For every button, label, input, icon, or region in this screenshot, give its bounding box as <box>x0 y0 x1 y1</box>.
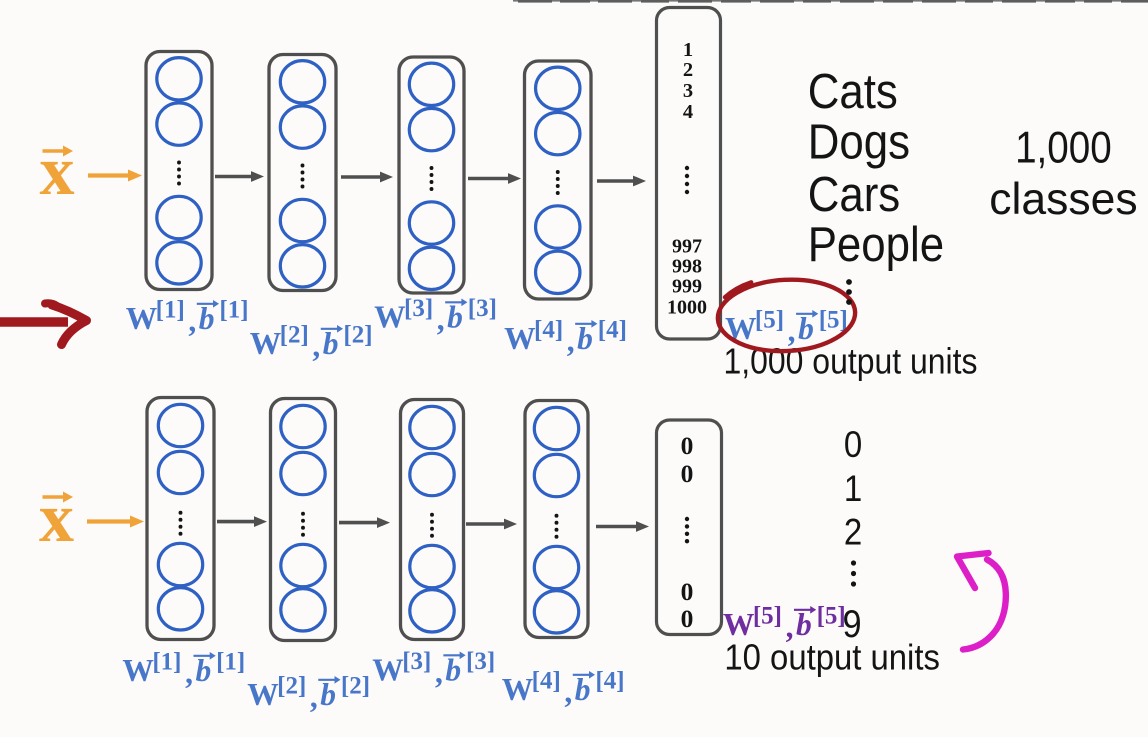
svg-text:,: , <box>788 313 796 348</box>
svg-text:[2]: [2] <box>277 673 306 700</box>
svg-text:,: , <box>437 302 445 337</box>
svg-text:W: W <box>247 677 279 712</box>
svg-text:b: b <box>323 326 339 361</box>
svg-text:0: 0 <box>844 424 862 465</box>
svg-text:[4]: [4] <box>532 668 561 695</box>
svg-text:[3]: [3] <box>466 648 495 675</box>
svg-text:,: , <box>564 674 572 709</box>
svg-text:[5]: [5] <box>819 307 848 334</box>
svg-text:10 output units: 10 output units <box>724 638 939 678</box>
svg-text:[1]: [1] <box>156 297 185 324</box>
svg-text:,: , <box>435 655 443 690</box>
svg-text:1000: 1000 <box>667 297 707 319</box>
svg-text:0: 0 <box>681 604 694 633</box>
svg-text:[1]: [1] <box>152 649 181 676</box>
svg-text:,: , <box>312 328 320 363</box>
svg-text:b: b <box>575 672 591 707</box>
svg-text:b: b <box>798 311 814 346</box>
svg-text:x: x <box>39 480 74 557</box>
svg-text:[4]: [4] <box>598 317 627 344</box>
svg-text:[4]: [4] <box>534 317 563 344</box>
svg-text:999: 999 <box>672 275 702 297</box>
svg-text:2: 2 <box>844 512 862 553</box>
svg-text:W: W <box>504 321 536 356</box>
svg-text:[1]: [1] <box>219 297 248 324</box>
svg-text:[2]: [2] <box>341 673 370 700</box>
svg-text:[4]: [4] <box>595 668 624 695</box>
svg-text:9: 9 <box>842 602 861 646</box>
svg-text:,: , <box>188 303 196 338</box>
svg-text:998: 998 <box>672 255 702 277</box>
svg-text:[1]: [1] <box>216 649 245 676</box>
svg-text:[5]: [5] <box>817 603 846 630</box>
svg-text:W: W <box>126 301 158 336</box>
svg-text:classes: classes <box>989 175 1137 224</box>
svg-text:,: , <box>786 609 794 644</box>
svg-text:b: b <box>577 321 593 356</box>
svg-text:[5]: [5] <box>755 307 784 334</box>
svg-text:x: x <box>40 133 75 210</box>
svg-text:1: 1 <box>844 468 862 509</box>
svg-text:2: 2 <box>683 59 693 81</box>
svg-text:,: , <box>185 655 193 690</box>
svg-text:3: 3 <box>683 80 693 102</box>
svg-text:b: b <box>447 300 463 335</box>
svg-text:,: , <box>310 679 318 714</box>
svg-text:b: b <box>445 653 461 688</box>
svg-text:0: 0 <box>681 459 694 488</box>
svg-text:997: 997 <box>672 235 702 257</box>
svg-text:,: , <box>567 323 575 358</box>
svg-text:1: 1 <box>683 39 693 61</box>
svg-text:[5]: [5] <box>753 603 782 630</box>
svg-text:4: 4 <box>683 101 693 123</box>
svg-text:[3]: [3] <box>404 295 433 322</box>
svg-text:Dogs: Dogs <box>808 114 910 169</box>
svg-text:W: W <box>250 326 282 361</box>
svg-text:W: W <box>374 300 406 335</box>
svg-text:W: W <box>122 653 154 688</box>
svg-text:b: b <box>195 653 211 688</box>
svg-text:People: People <box>808 217 944 272</box>
svg-text:0: 0 <box>681 431 694 460</box>
svg-text:1,000: 1,000 <box>1015 122 1112 172</box>
svg-text:b: b <box>199 301 215 336</box>
svg-text:b: b <box>796 607 812 642</box>
svg-text:b: b <box>320 677 336 712</box>
svg-text:W: W <box>723 607 755 642</box>
svg-text:0: 0 <box>681 577 694 606</box>
svg-text:[3]: [3] <box>402 648 431 675</box>
svg-text:W: W <box>372 653 404 688</box>
svg-text:[3]: [3] <box>468 295 497 322</box>
svg-text:[2]: [2] <box>343 322 372 349</box>
svg-text:Cats: Cats <box>808 64 898 119</box>
svg-text:Cars: Cars <box>808 167 901 222</box>
svg-text:[2]: [2] <box>280 322 309 349</box>
svg-text:W: W <box>502 672 534 707</box>
